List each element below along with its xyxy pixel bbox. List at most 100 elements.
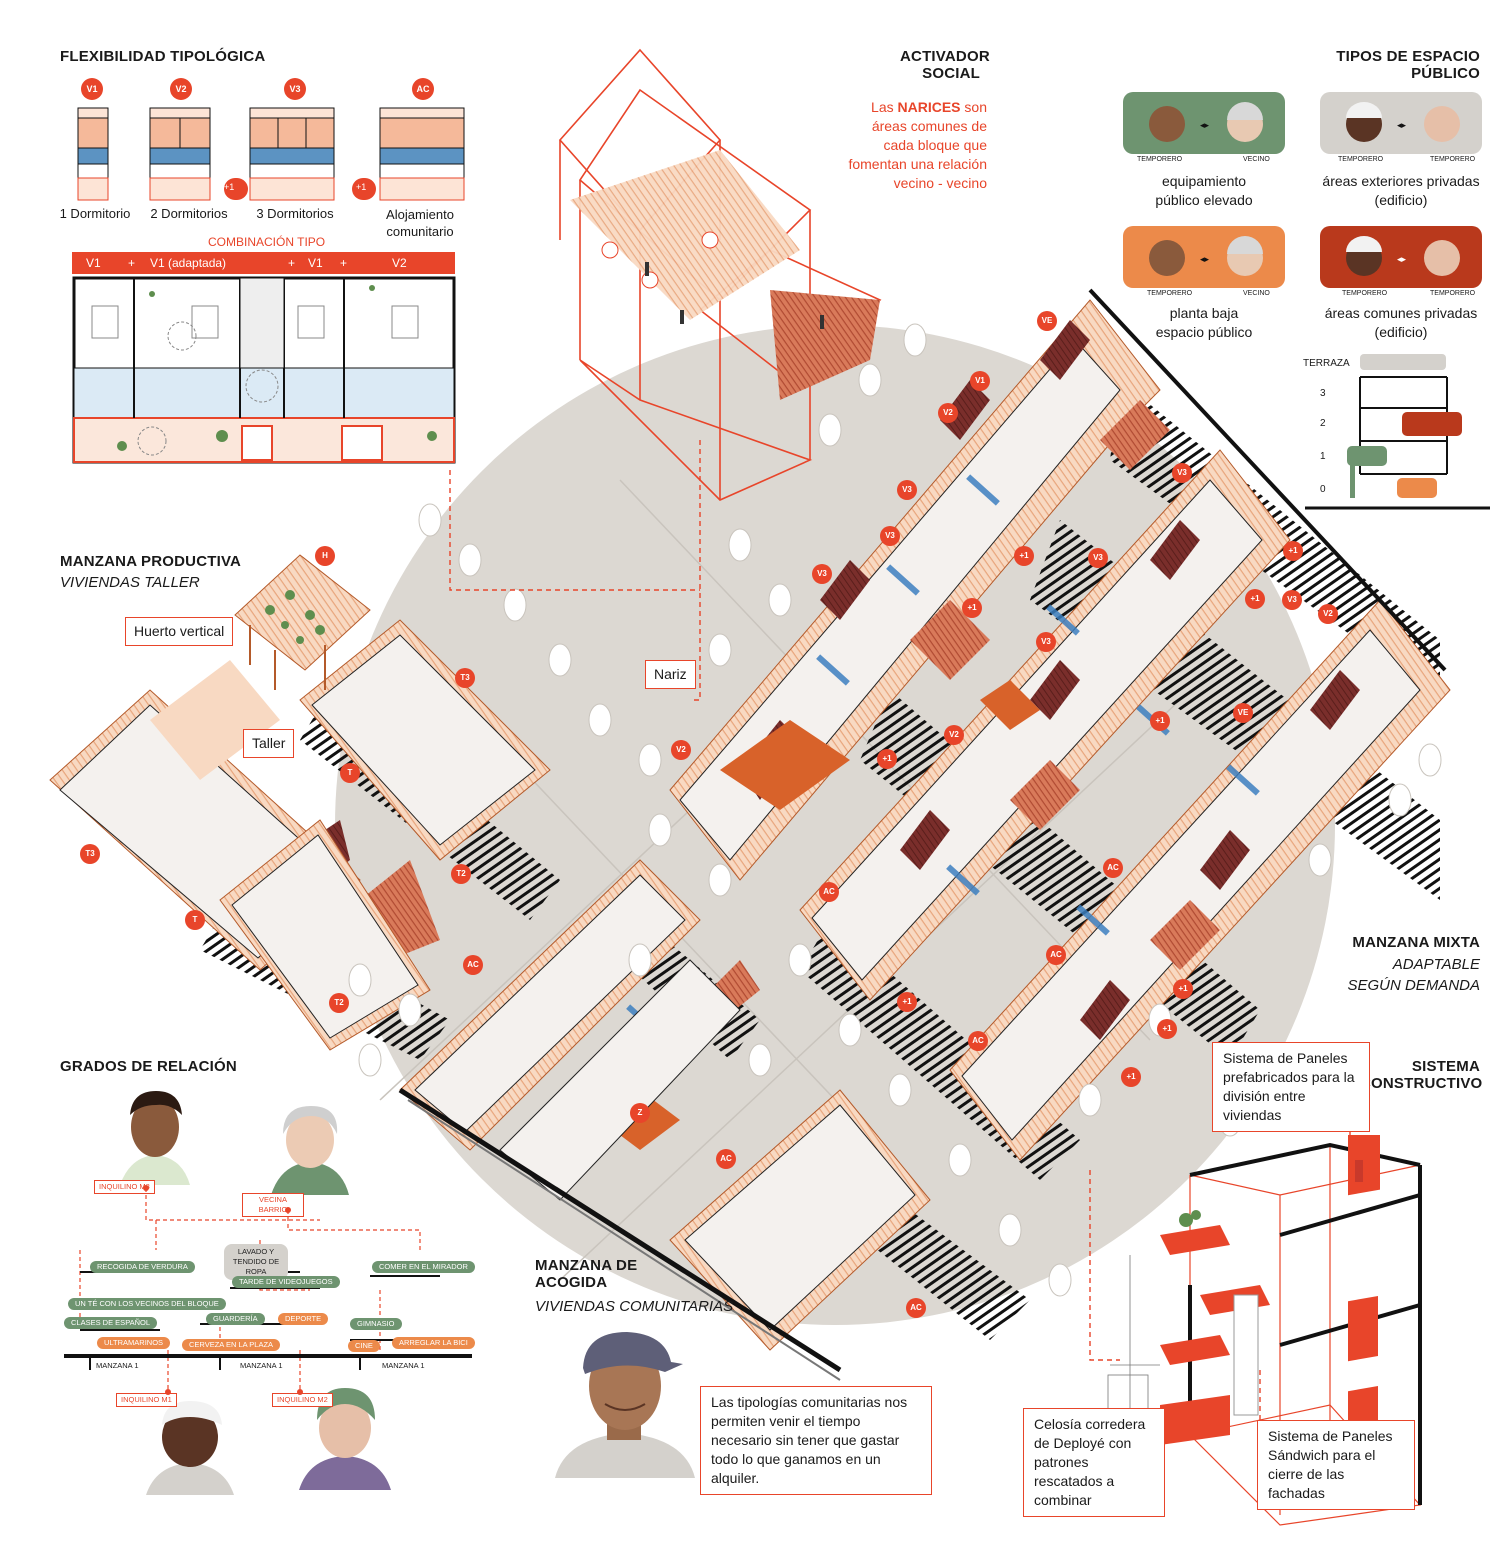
type-label-v2: 2 Dormitorios — [150, 206, 228, 221]
level-terraza: TERRAZA — [1303, 358, 1350, 369]
activity-gimnasio: GIMNASIO — [350, 1318, 402, 1330]
type-badge-v3: V3 — [284, 78, 306, 100]
temporero-portrait — [555, 1332, 695, 1478]
combinacion-bar: V1 + V1 (adaptada) + V1 + V2 — [72, 252, 455, 274]
activity-guarderia: GUARDERÍA — [206, 1313, 265, 1325]
type-badge-v1: V1 — [81, 78, 103, 100]
type-label-ac: Alojamiento comunitario — [386, 207, 454, 239]
activador-desc-pre: Las — [871, 99, 898, 115]
map-badge-t: T — [340, 763, 360, 783]
card2-right-role: TEMPORERO — [1430, 156, 1476, 163]
inquilino-m2-portrait — [299, 1388, 391, 1490]
map-badge-v2: V2 — [938, 403, 958, 423]
espacio-card-planta-baja: ◂▸ TEMPORERO VECINO — [1123, 226, 1285, 297]
manzana-acogida-blocks — [398, 859, 931, 1381]
pair-faces-icon: ◂▸ — [1346, 102, 1460, 142]
map-badge-t3: T3 — [80, 844, 100, 864]
map-badge-ac: AC — [819, 882, 839, 902]
combo-plus-1: + — [128, 256, 136, 270]
level-3: 3 — [1320, 388, 1326, 399]
map-badge-t3: T3 — [455, 668, 475, 688]
manzana-productiva-title: MANZANA PRODUCTIVA — [60, 553, 242, 570]
tag-inquilino-m1: INQUILINO M1 — [116, 1393, 177, 1407]
map-badge-ac: AC — [1046, 945, 1066, 965]
sistema-title1: SISTEMA — [1411, 1058, 1480, 1075]
activador-title: ACTIVADOR SOCIAL — [900, 48, 990, 82]
map-badge-h: H — [315, 546, 335, 566]
tipos-title-line1: TIPOS DE ESPACIO — [1336, 48, 1480, 65]
combo-v1-adaptada: V1 (adaptada) — [150, 256, 227, 270]
map-badge-plus1: +1 — [877, 749, 897, 769]
activity-arreglar-bici: ARREGLAR LA BICI — [392, 1337, 475, 1349]
activity-cerveza-plaza: CERVEZA EN LA PLAZA — [182, 1339, 281, 1351]
type-badge-ac: AC — [412, 78, 434, 100]
activity-te-vecinos: UN TÉ CON LOS VECINOS DEL BLOQUE — [68, 1298, 226, 1310]
card4-label: áreas comunes privadas (edificio) — [1310, 304, 1492, 342]
manzana-mixta-title: MANZANA MIXTA — [1352, 934, 1480, 951]
tipos-title-line2: PÚBLICO — [1411, 65, 1480, 82]
activity-tarde-videojuegos: TARDE DE VIDEOJUEGOS — [232, 1276, 340, 1288]
typology-section-diagrams — [77, 107, 465, 201]
map-badge-plus1: +1 — [1245, 589, 1265, 609]
map-badge-v3: V3 — [812, 564, 832, 584]
pair-faces-icon: ◂▸ — [1149, 102, 1263, 142]
svg-text:◂▸: ◂▸ — [1397, 120, 1407, 130]
map-badge-v1: V1 — [970, 371, 990, 391]
vecina-barrio-portrait — [271, 1106, 349, 1195]
sandwich-callout: Sistema de Paneles Sándwich para el cier… — [1257, 1420, 1415, 1510]
activador-description: Las NARICES son áreas comunes de cada bl… — [845, 98, 987, 193]
activity-clases-espanol: CLASES DE ESPAÑOL — [64, 1317, 158, 1329]
plus-one-ac: +1 — [356, 182, 367, 192]
tipos-espacio-title: TIPOS DE ESPACIO PÚBLICO — [1300, 48, 1480, 82]
map-badge-plus1: +1 — [1150, 711, 1170, 731]
type-label-v3: 3 Dormitorios — [256, 206, 334, 221]
level-1: 1 — [1320, 451, 1326, 462]
map-badge-v3: V3 — [1088, 548, 1108, 568]
card4-right-role: TEMPORERO — [1430, 290, 1476, 297]
tag-vecina-barrio: VECINA BARRIO — [242, 1193, 304, 1217]
map-badge-plus1: +1 — [1121, 1067, 1141, 1087]
combo-v1-a: V1 — [86, 256, 101, 270]
card3-label: planta baja espacio público — [1123, 304, 1285, 342]
card1-right-role: VECINO — [1243, 156, 1270, 163]
combinacion-floor-plan — [72, 276, 456, 464]
taller-callout: Taller — [243, 729, 295, 758]
manzana-productiva-subtitle: VIVIENDAS TALLER — [60, 574, 200, 591]
svg-text:◂▸: ◂▸ — [1200, 254, 1210, 264]
map-badge-t2: T2 — [329, 993, 349, 1013]
map-badge-ve: VE — [1233, 703, 1253, 723]
tag-inquilino-m3: INQUILINO M3 — [94, 1180, 155, 1194]
map-badge-v3: V3 — [1036, 632, 1056, 652]
activity-deporte: DEPORTE — [278, 1313, 329, 1325]
activador-axonometric — [558, 48, 882, 501]
map-badge-plus1: +1 — [1157, 1019, 1177, 1039]
card2-label2: (edificio) — [1374, 192, 1428, 208]
combo-plus-3: + — [340, 256, 348, 270]
map-badge-v3: V3 — [880, 526, 900, 546]
flexibilidad-title: FLEXIBILIDAD TIPOLÓGICA — [60, 48, 266, 65]
type-label-v1: 1 Dormitorio — [59, 206, 131, 221]
manzana-mixta-sub1: ADAPTABLE — [1392, 956, 1480, 973]
sistema-title2: CONSTRUCTIVO — [1360, 1075, 1483, 1092]
map-badge-ac: AC — [716, 1149, 736, 1169]
level-2: 2 — [1320, 418, 1326, 429]
map-badge-plus1: +1 — [1283, 541, 1303, 561]
grados-title: GRADOS DE RELACIÓN — [60, 1058, 237, 1075]
map-badge-plus1: +1 — [1173, 979, 1193, 999]
card4-label2: (edificio) — [1374, 324, 1428, 340]
type-badge-v2: V2 — [170, 78, 192, 100]
card2-label: áreas exteriores privadas (edificio) — [1310, 172, 1492, 210]
espacio-card-exteriores: ◂▸ TEMPORERO TEMPORERO — [1320, 92, 1482, 163]
celosia-callout: Celosía corredera de Deployé con patrone… — [1023, 1408, 1165, 1517]
card2-label1: áreas exteriores privadas — [1322, 173, 1480, 189]
activity-ultramarinos: ULTRAMARINOS — [97, 1337, 171, 1349]
map-badge-t2: T2 — [451, 864, 471, 884]
map-badge-v3: V3 — [897, 480, 917, 500]
combinacion-title: COMBINACIÓN TIPO — [208, 235, 326, 249]
card1-left-role: TEMPORERO — [1137, 156, 1183, 163]
map-badge-ve: VE — [1037, 311, 1057, 331]
card4-label1: áreas comunes privadas — [1324, 305, 1478, 321]
manzana-label-3: MANZANA 1 — [382, 1361, 425, 1370]
level-0: 0 — [1320, 484, 1326, 495]
